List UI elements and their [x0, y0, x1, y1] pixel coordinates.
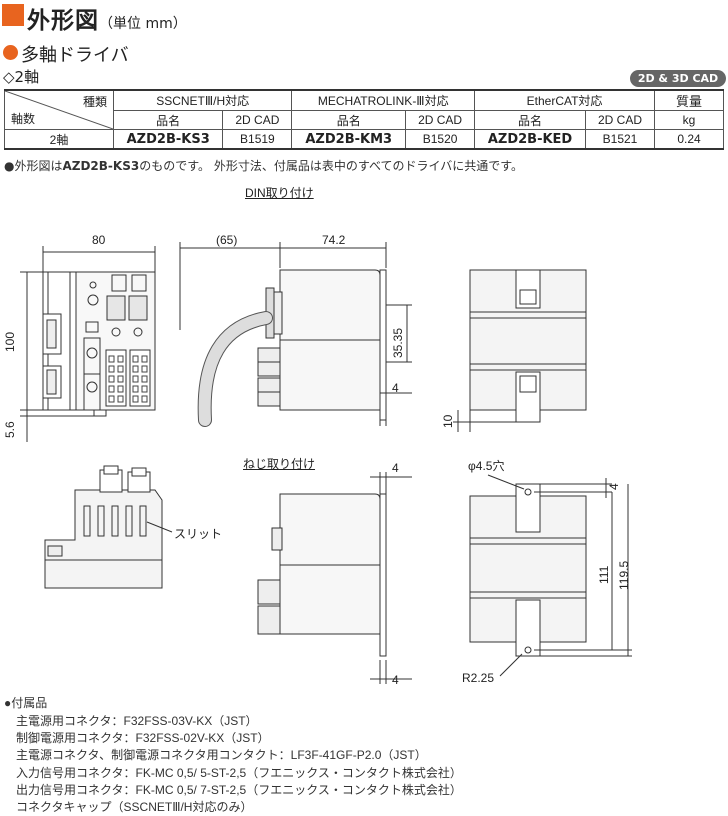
page-title: 外形図（単位 mm） [27, 8, 187, 34]
mass-header: 質量 [654, 89, 724, 111]
accessory-item: コネクタキャップ（SSCNETⅢ/H対応のみ） [16, 800, 253, 814]
cad-link-b1519[interactable]: B1519 [222, 129, 293, 150]
dim-4-screw-top: 4 [392, 461, 399, 475]
dim-35-35: 35.35 [391, 328, 405, 358]
diagonal-line [5, 91, 113, 129]
header-diagonal-cell: 種類 軸数 [4, 89, 114, 130]
axes-cell: 2軸 [4, 129, 114, 150]
dim-5-6: 5.6 [3, 421, 17, 438]
mass-cell: 0.24 [654, 129, 724, 150]
cad-header-3: 2D CAD [585, 110, 655, 130]
dim-4-hole: 4 [607, 483, 621, 490]
section-title: 多軸ドライバ [21, 45, 129, 66]
accessories-title: ●付属品 [4, 696, 48, 710]
section-bullet [3, 45, 18, 60]
rear-view-screw [469, 474, 632, 677]
section-subtitle: ◇2軸 [3, 68, 40, 86]
dim-r2-25: R2.25 [462, 671, 494, 685]
screw-mount-label: ねじ取り付け [243, 457, 316, 471]
rear-view-din [453, 269, 587, 432]
accessory-item: 主電源コネクタ、制御電源コネクタ用コンタクト：LF3F-41GF-P2.0（JS… [16, 748, 427, 762]
name-header-2: 品名 [291, 110, 407, 130]
dim-74-2: 74.2 [322, 233, 346, 247]
top-view [44, 465, 173, 589]
table-row: 2軸 AZD2B-KS3 B1519 AZD2B-KM3 B1520 AZD2B… [4, 129, 724, 150]
side-view-screw [257, 472, 412, 684]
product-ked: AZD2B-KED [474, 129, 586, 150]
drawing-note: ●外形図はAZD2B-KS3のものです。 外形寸法、付属品は表中のすべてのドライ… [4, 159, 524, 173]
dim-111: 111 [597, 565, 611, 584]
dim-4-screw-bottom: 4 [392, 673, 399, 687]
din-mount-label: DIN取り付け [245, 186, 314, 200]
spec-table: 種類 軸数 SSCNETⅢ/H対応 MECHATROLINK-Ⅲ対応 Ether… [4, 89, 724, 150]
product-km3: AZD2B-KM3 [291, 129, 407, 150]
kind-label: 種類 [82, 95, 107, 109]
dim-65: (65) [216, 233, 237, 247]
dim-80: 80 [92, 233, 106, 247]
accessory-item: 出力信号用コネクタ：FK-MC 0,5/ 7-ST-2,5（フエニックス・コンタ… [16, 783, 462, 797]
name-header-1: 品名 [112, 110, 224, 130]
note-model: AZD2B-KS3 [62, 159, 140, 173]
cad-badge[interactable]: 2D & 3D CAD [630, 70, 726, 87]
front-view [20, 246, 156, 442]
hole-label: φ4.5穴 [468, 458, 504, 473]
cad-header-2: 2D CAD [405, 110, 476, 130]
slit-label: スリット [174, 527, 222, 541]
group-header-sscnet: SSCNETⅢ/H対応 [112, 89, 293, 111]
dim-119-5: 119.5 [617, 561, 631, 590]
accessory-item: 制御電源用コネクタ：F32FSS-02V-KX（JST） [16, 731, 270, 745]
axis-label: 軸数 [11, 112, 36, 126]
dim-10: 10 [441, 414, 455, 428]
title-marker [2, 4, 24, 26]
mass-unit: kg [654, 110, 724, 130]
cad-header-1: 2D CAD [222, 110, 293, 130]
product-ks3: AZD2B-KS3 [112, 129, 224, 150]
dim-100: 100 [3, 332, 17, 352]
unit-label: （単位 mm） [99, 16, 187, 32]
side-view-din [179, 242, 412, 427]
dim-4-din: 4 [392, 381, 399, 395]
accessory-item: 主電源用コネクタ：F32FSS-03V-KX（JST） [16, 714, 258, 728]
accessory-item: 入力信号用コネクタ：FK-MC 0,5/ 5-ST-2,5（フエニックス・コンタ… [16, 766, 462, 780]
cad-link-b1520[interactable]: B1520 [405, 129, 476, 150]
